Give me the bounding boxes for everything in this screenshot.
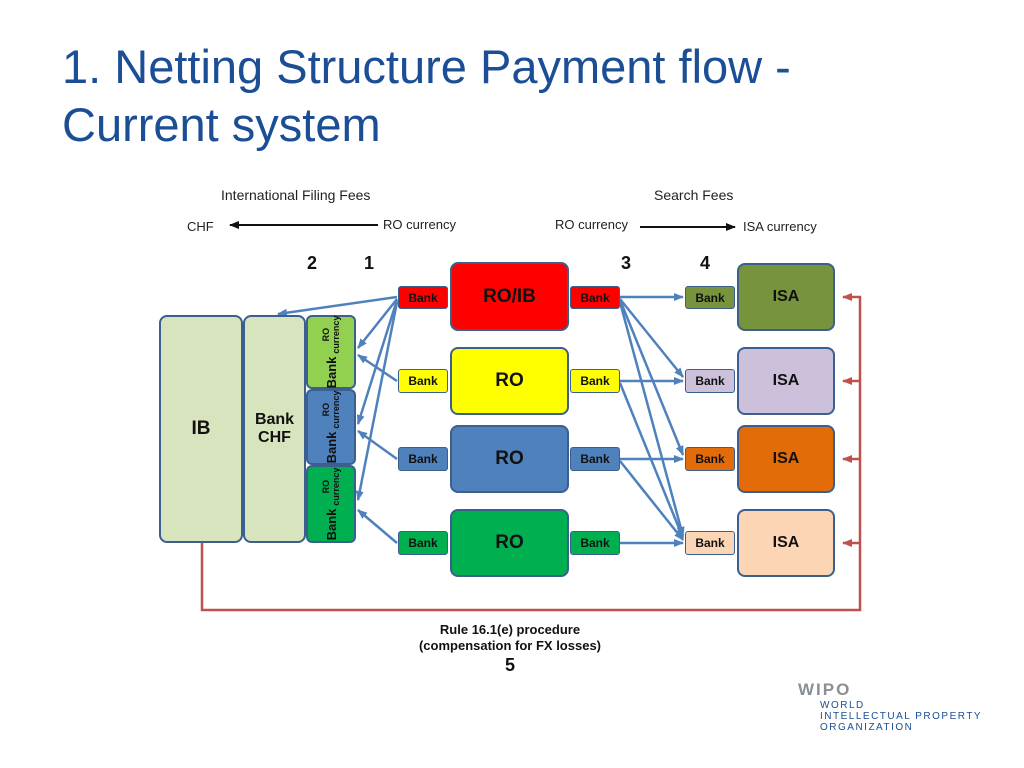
title-line-1: 1. Netting Structure Payment flow - <box>62 40 791 93</box>
isa4-office: ISA <box>737 509 835 577</box>
flow-ro2-to-vbank2 <box>357 429 398 461</box>
step-4: 4 <box>700 253 711 273</box>
ro-currency-bank-2-label: Bank <box>323 431 339 464</box>
isa1-office: ISA <box>737 263 835 331</box>
rule-caption: Rule 16.1(e) procedure (compensation for… <box>380 622 640 676</box>
ro2-office: RO <box>450 425 569 493</box>
ro-currency-left-label: RO currency <box>383 217 456 232</box>
search-fees-label: Search Fees <box>654 187 734 203</box>
international-filing-fees-label: International Filing Fees <box>221 187 371 203</box>
ro-currency-bank-3-label: Bank <box>323 508 339 541</box>
rule-line-2: (compensation for FX losses) <box>418 638 602 653</box>
flow-roib-to-isa2 <box>619 298 684 378</box>
roib-office: RO/IB <box>450 262 569 331</box>
wipo-logo: WIPO WORLD INTELLECTUAL PROPERTY ORGANIZ… <box>798 680 982 733</box>
flow-ro2-to-isa4 <box>619 460 684 541</box>
flow-roib-to-vbank1 <box>357 298 398 349</box>
ro1-right-bank: Bank <box>570 369 620 393</box>
flow-ro1-to-isa4 <box>618 382 685 539</box>
isa2-bank: Bank <box>685 369 735 393</box>
ro1-left-bank: Bank <box>398 369 448 393</box>
flow-roib-to-bankchf <box>277 295 398 317</box>
isa1-bank: Bank <box>685 286 735 309</box>
rule-line-1: Rule 16.1(e) procedure <box>439 622 581 637</box>
bank-chf-label-2: CHF <box>258 429 291 446</box>
ro3-office: RO <box>450 509 569 577</box>
ro3-right-bank: Bank <box>570 531 620 555</box>
ro-currency-bank-2-currency: currency <box>331 390 341 429</box>
isa4-bank: Bank <box>685 531 735 555</box>
flow-roib-to-vbank3 <box>355 301 399 501</box>
ro-currency-bank-3-ro: RO <box>321 479 331 494</box>
step-2: 2 <box>307 253 318 273</box>
flow-roib-to-isa3 <box>618 299 685 456</box>
flow-ro3-to-vbank3 <box>357 509 398 544</box>
page-title: 1. Netting Structure Payment flow - Curr… <box>62 38 962 154</box>
ro-currency-bank-3-currency: currency <box>331 467 341 506</box>
step-3: 3 <box>621 253 632 273</box>
ib-box: IB <box>159 315 243 543</box>
ro2-left-bank: Bank <box>398 447 448 471</box>
chf-label: CHF <box>187 219 214 234</box>
isa3-office: ISA <box>737 425 835 493</box>
flow-roib-to-isa4 <box>618 301 685 537</box>
ro-currency-right-label: RO currency <box>555 217 628 232</box>
ib-label: IB <box>191 418 211 439</box>
isa-currency-label: ISA currency <box>743 219 817 234</box>
step-1: 1 <box>364 253 375 273</box>
compensation-loop <box>200 293 862 612</box>
wipo-line-1: WORLD <box>820 700 865 711</box>
wipo-brand: WIPO <box>798 680 852 699</box>
ro1-office: RO <box>450 347 569 415</box>
step-5: 5 <box>504 655 515 675</box>
isa2-office: ISA <box>737 347 835 415</box>
title-line-2: Current system <box>62 98 381 151</box>
flow-roib-to-vbank2 <box>356 299 399 425</box>
wipo-line-2: INTELLECTUAL PROPERTY <box>820 711 983 722</box>
ro2-right-bank: Bank <box>570 447 620 471</box>
bank-chf-label-1: Bank <box>254 411 295 428</box>
isa3-bank: Bank <box>685 447 735 471</box>
flow-ro1-to-vbank1 <box>357 353 398 383</box>
ro-currency-bank-2-ro: RO <box>321 402 331 417</box>
ro-currency-bank-1-currency: currency <box>331 315 341 354</box>
wipo-line-3: ORGANIZATION <box>820 722 914 733</box>
roib-left-bank: Bank <box>398 286 448 309</box>
ro-currency-bank-1-label: Bank <box>323 356 339 389</box>
bank-chf-box: Bank CHF <box>243 315 306 543</box>
roib-right-bank: Bank <box>570 286 620 309</box>
ro-currency-bank-1-ro: RO <box>321 327 331 342</box>
ro3-left-bank: Bank <box>398 531 448 555</box>
